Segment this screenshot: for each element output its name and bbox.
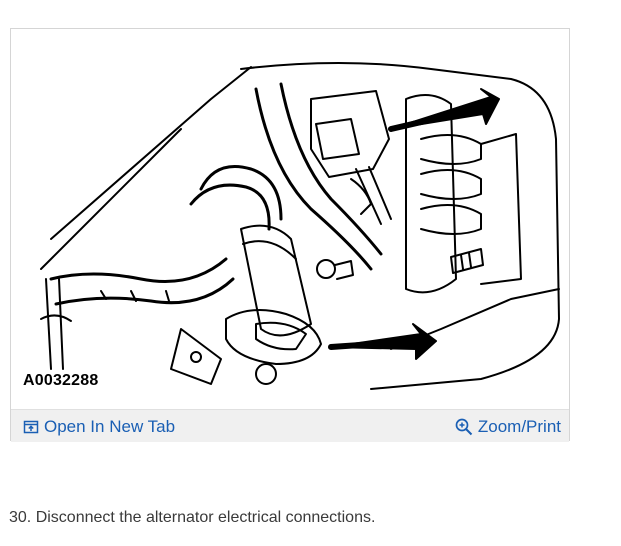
magnifier-plus-icon — [455, 418, 473, 436]
figure-toolbar: Open In New Tab Zoom/Print — [11, 409, 569, 442]
figure-card: A0032288 Open In New Tab Zoom/Print — [10, 28, 570, 442]
alternator-connection-illustration — [40, 62, 560, 390]
open-in-new-tab-label: Open In New Tab — [44, 417, 176, 436]
step-instruction: 30. Disconnect the alternator electrical… — [9, 509, 376, 526]
figure-code: A0032288 — [23, 372, 99, 389]
zoom-print-label: Zoom/Print — [477, 417, 561, 436]
zoom-print-link[interactable]: Zoom/Print — [455, 417, 561, 437]
open-in-new-tab-link[interactable]: Open In New Tab — [23, 417, 175, 437]
open-new-tab-icon — [23, 420, 39, 434]
